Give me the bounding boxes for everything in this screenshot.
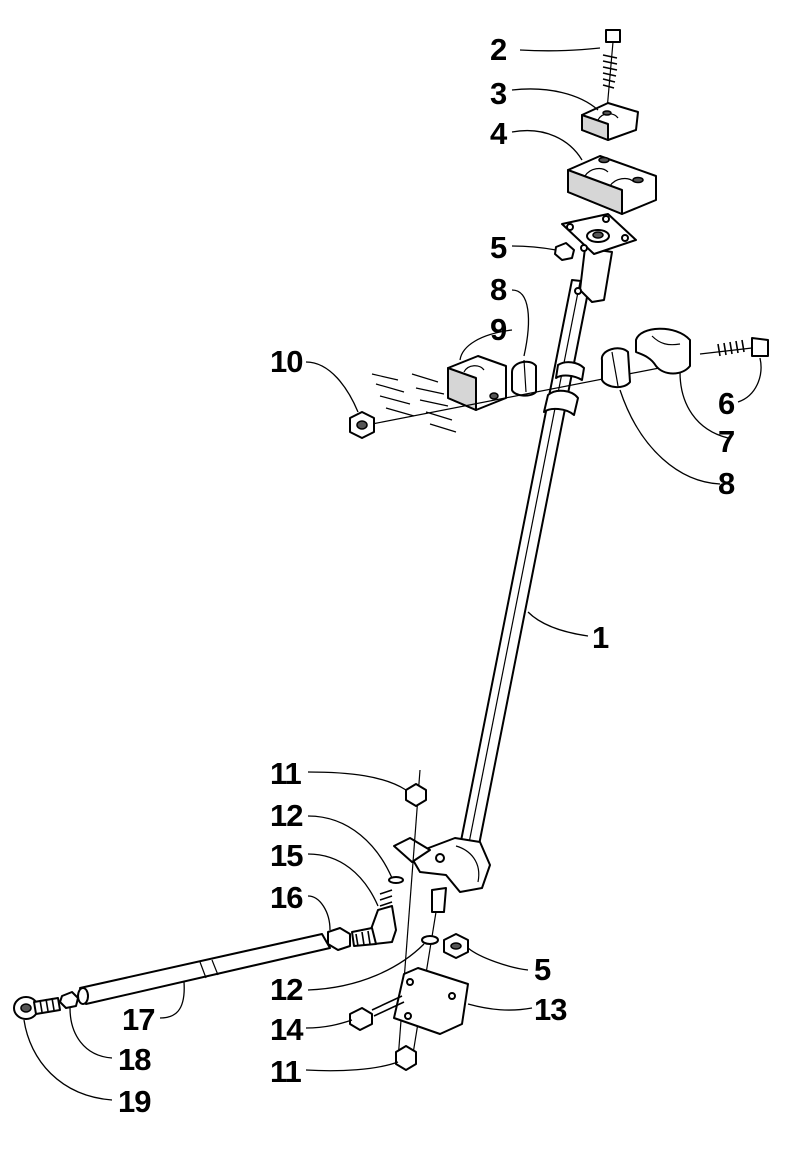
callout-6: 6 xyxy=(718,386,735,421)
lock-nut-11-lower-part xyxy=(395,1045,417,1071)
washer-12-lower-part xyxy=(421,935,439,945)
callout-8-left: 8 xyxy=(490,272,507,307)
jam-nut-18-part xyxy=(59,991,79,1009)
callout-10: 10 xyxy=(270,344,302,379)
cap-part xyxy=(635,327,691,375)
leader-lines xyxy=(23,47,762,1101)
tie-rod-17-part xyxy=(77,933,331,1005)
housing-left-part xyxy=(447,355,507,411)
tie-rod-end-15-part xyxy=(351,889,397,947)
callout-5-lower: 5 xyxy=(534,952,551,987)
callout-4: 4 xyxy=(490,116,508,151)
callout-11-upper: 11 xyxy=(270,756,302,791)
cap-screw-14-part xyxy=(349,995,405,1031)
callout-14: 14 xyxy=(270,1012,304,1047)
callout-1: 1 xyxy=(592,620,609,655)
top-bolt-part xyxy=(602,29,621,111)
lock-nut-11-upper-part xyxy=(405,783,427,807)
callout-11-lower: 11 xyxy=(270,1054,302,1089)
lock-nut-10-part xyxy=(349,411,375,439)
callout-16: 16 xyxy=(270,880,303,915)
callout-9: 9 xyxy=(490,312,507,347)
callout-17: 17 xyxy=(122,1002,154,1037)
upper-clamp-part xyxy=(581,102,639,141)
tie-rod-end-19-part xyxy=(13,996,61,1020)
steering-post-part xyxy=(393,213,637,913)
lock-nut-upper-part xyxy=(554,242,575,261)
callout-13: 13 xyxy=(534,992,567,1027)
side-bolt-part xyxy=(699,337,769,357)
callout-labels: 2 3 4 5 8 9 10 6 7 8 1 11 12 15 16 5 12 … xyxy=(118,32,736,1119)
callout-12-upper: 12 xyxy=(270,798,302,833)
bushing-right-part xyxy=(600,347,631,388)
lock-nut-5-lower-part xyxy=(443,933,469,959)
washer-12-upper-part xyxy=(388,876,404,884)
lower-clamp-block-part xyxy=(567,155,657,215)
callout-5-upper: 5 xyxy=(490,230,507,265)
callout-12-lower: 12 xyxy=(270,972,302,1007)
callout-3: 3 xyxy=(490,76,507,111)
callout-15: 15 xyxy=(270,838,303,873)
callout-8-right: 8 xyxy=(718,466,735,501)
hatch-zone xyxy=(371,373,457,433)
callout-19: 19 xyxy=(118,1084,151,1119)
callout-18: 18 xyxy=(118,1042,151,1077)
jam-nut-16-part xyxy=(327,927,351,951)
bushing-left-part xyxy=(511,359,537,397)
bracket-13-part xyxy=(393,967,469,1035)
callout-2: 2 xyxy=(490,32,506,67)
callout-7: 7 xyxy=(718,424,734,459)
